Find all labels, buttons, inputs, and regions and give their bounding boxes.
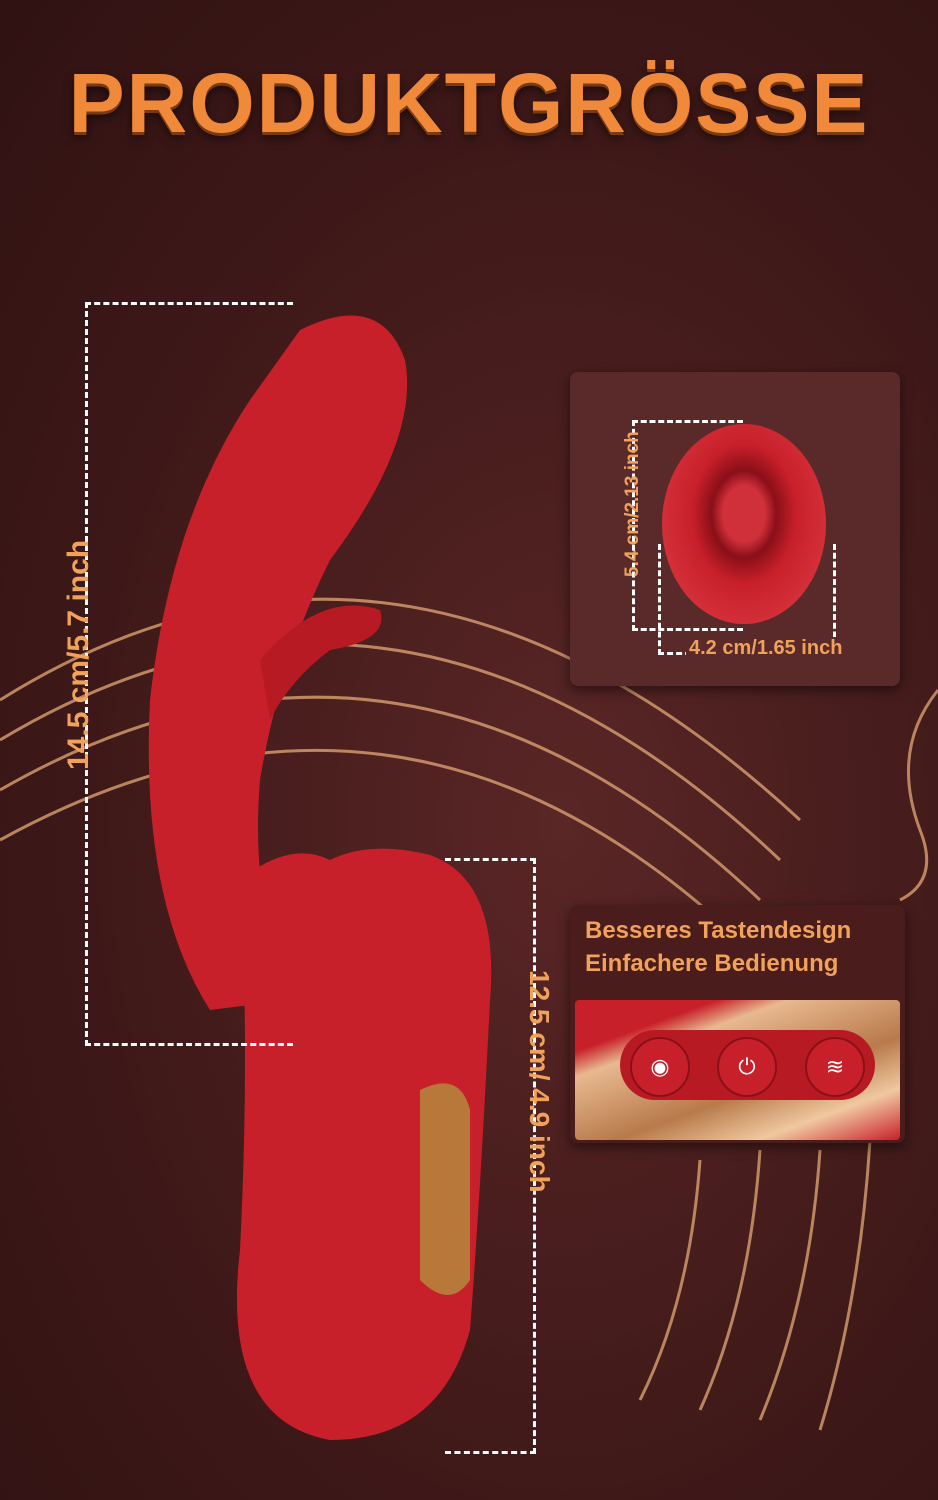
product-illustration xyxy=(148,315,492,1440)
vibration-icon: ≋ xyxy=(805,1037,865,1097)
button-strip: ◉ ⏻ ≋ xyxy=(575,1000,900,1140)
head-width-label: 4.2 cm/1.65 inch xyxy=(686,637,846,660)
dimension-line-main xyxy=(85,302,293,1046)
page-title: PRODUKTGRÖSSE xyxy=(68,56,870,150)
dimension-line-handle xyxy=(445,858,536,1454)
button-panel-line1: Besseres Tastendesign xyxy=(585,917,852,944)
button-panel-line2: Einfachere Bedienung xyxy=(585,950,839,977)
mode-icon: ◉ xyxy=(630,1037,690,1097)
power-icon: ⏻ xyxy=(717,1037,777,1097)
head-detail-panel: 5.4 cm/2.13 inch 4.2 cm/1.65 inch xyxy=(570,372,900,686)
button-detail-panel: Besseres Tastendesign Einfachere Bedienu… xyxy=(570,905,905,1143)
handle-length-label: 12.5 cm/ 4.9 inch xyxy=(524,970,555,1193)
head-illustration xyxy=(662,424,826,624)
main-length-label: 14.5 cm/5.7 inch xyxy=(62,539,95,770)
head-height-label: 5.4 cm/2.13 inch xyxy=(622,431,643,577)
